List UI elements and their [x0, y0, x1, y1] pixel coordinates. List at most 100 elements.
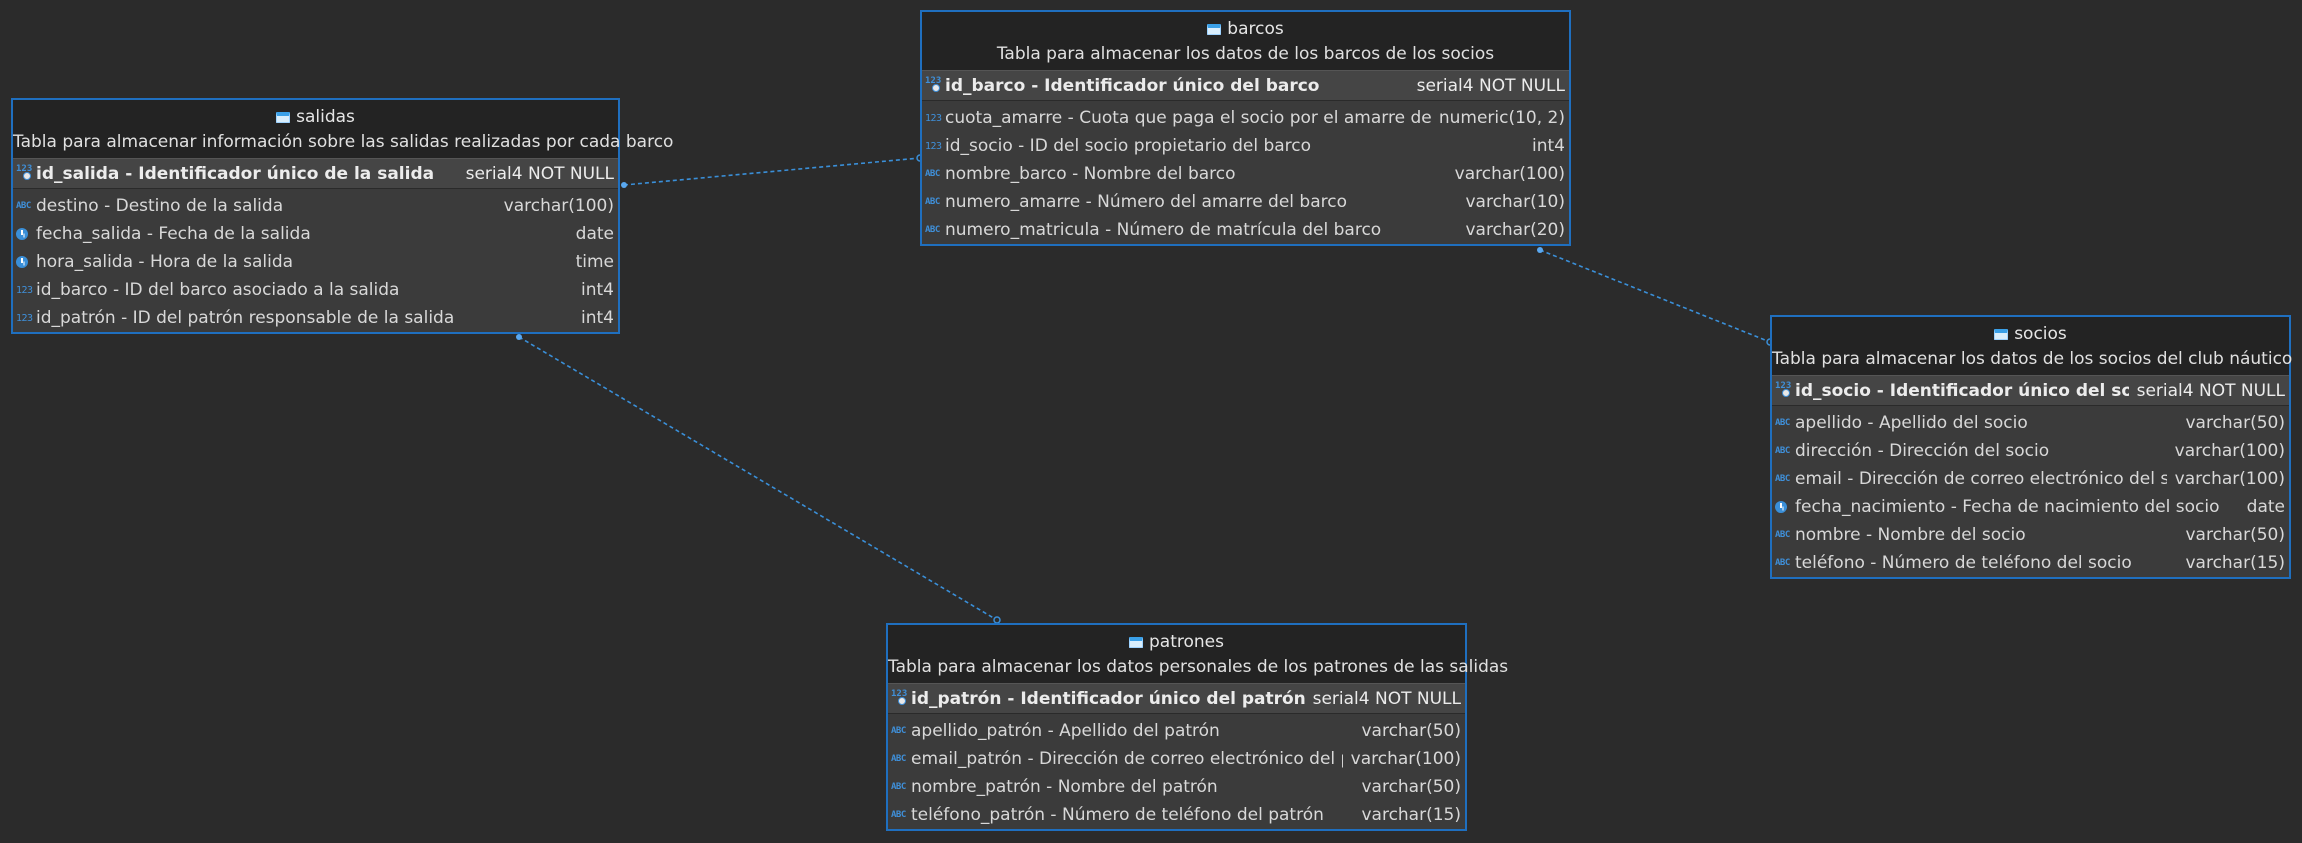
attribute-type: varchar(15): [1361, 805, 1461, 825]
entity-header: patrones Tabla para almacenar los datos …: [888, 625, 1508, 683]
text-type-icon: ABC: [891, 754, 906, 764]
attribute-name: nombre_patrón - Nombre del patrón: [911, 777, 1218, 797]
attribute-name: id_barco - Identificador único del barco: [945, 75, 1320, 96]
relation-endpoint: [621, 182, 627, 188]
text-type-icon: ABC: [925, 225, 940, 235]
relation-salidas-patrones: [518, 336, 998, 621]
attribute-type: date: [575, 224, 614, 244]
attribute-name: apellido_patrón - Apellido del patrón: [911, 721, 1220, 741]
table-icon: [276, 111, 291, 123]
attribute-name: apellido - Apellido del socio: [1795, 413, 2028, 433]
entity-name: socios: [2014, 324, 2067, 344]
relation-barcos-socios: [1539, 249, 1771, 343]
entity-barcos[interactable]: barcos Tabla para almacenar los datos de…: [920, 10, 1571, 246]
numeric-type-icon: 123: [925, 112, 942, 124]
entity-description: Tabla para almacenar los datos de los ba…: [996, 44, 1495, 64]
attribute-row[interactable]: ABC nombre_barco - Nombre del barco varcha…: [922, 160, 1569, 188]
clock-icon: [16, 228, 36, 240]
primary-key-icon: 123: [891, 689, 911, 706]
attribute-type: numeric(10, 2): [1438, 108, 1565, 128]
attribute-type: serial4 NOT NULL: [1416, 75, 1565, 96]
attribute-row[interactable]: ABC dirección - Dirección del socio varcha…: [1772, 437, 2289, 465]
entity-socios[interactable]: socios Tabla para almacenar los datos de…: [1770, 315, 2293, 579]
attribute-name: dirección - Dirección del socio: [1795, 441, 2050, 461]
attribute-row[interactable]: ABC teléfono - Número de teléfono del soc…: [1772, 549, 2289, 577]
attribute-name: nombre - Nombre del socio: [1795, 525, 2026, 545]
text-type-icon: ABC: [16, 201, 31, 211]
table-icon: [1129, 636, 1143, 648]
attribute-name: id_patrón - ID del patrón responsable de…: [36, 308, 455, 328]
attribute-type: varchar(50): [1361, 777, 1461, 797]
table-icon: [1994, 328, 2009, 340]
attribute-row[interactable]: ABC apellido_patrón - Apellido del patrón…: [888, 717, 1465, 745]
entity-salidas[interactable]: salidas Tabla para almacenar información…: [11, 98, 674, 334]
text-type-icon: ABC: [891, 726, 906, 736]
attribute-type: int4: [1532, 136, 1565, 156]
attribute-name: destino - Destino de la salida: [36, 196, 284, 216]
text-type-icon: ABC: [1775, 558, 1790, 568]
text-type-icon: ABC: [1775, 446, 1790, 456]
attribute-type: varchar(100): [1350, 749, 1461, 769]
attribute-name: cuota_amarre - Cuota que paga el socio p…: [945, 108, 1431, 128]
text-type-icon: ABC: [925, 169, 940, 179]
numeric-type-icon: 123: [925, 140, 942, 152]
attribute-name: nombre_barco - Nombre del barco: [945, 164, 1236, 184]
relation-endpoint: [1537, 247, 1543, 253]
attribute-type: varchar(100): [503, 196, 614, 216]
attribute-row[interactable]: ABC destino - Destino de la salida varchar…: [13, 192, 618, 220]
relation-endpoint: [516, 334, 522, 340]
attribute-type: varchar(50): [1361, 721, 1461, 741]
attribute-type: varchar(50): [2185, 413, 2285, 433]
attribute-type: int4: [581, 308, 614, 328]
attribute-row-pk[interactable]: 123 id_patrón - Identificador único del …: [888, 683, 1465, 714]
attribute-row[interactable]: fecha_salida - Fecha de la salida date: [13, 220, 618, 248]
entity-header: salidas Tabla para almacenar información…: [13, 100, 674, 158]
attribute-row[interactable]: hora_salida - Hora de la salida time: [13, 248, 618, 276]
attribute-row-pk[interactable]: 123 id_salida - Identificador único de l…: [13, 158, 618, 189]
attribute-type: varchar(10): [1465, 192, 1565, 212]
clock-icon: [16, 256, 36, 268]
entity-patrones[interactable]: patrones Tabla para almacenar los datos …: [886, 623, 1508, 831]
attribute-name: teléfono - Número de teléfono del socio: [1795, 553, 2132, 573]
numeric-type-icon: 123: [16, 312, 33, 324]
attribute-row[interactable]: fecha_nacimiento - Fecha de nacimiento d…: [1772, 493, 2289, 521]
attribute-row-pk[interactable]: 123 id_socio - Identificador único del s…: [1772, 375, 2289, 406]
attribute-type: varchar(15): [2185, 553, 2285, 573]
attribute-type: time: [575, 252, 614, 272]
attribute-type: serial4 NOT NULL: [1312, 688, 1461, 709]
attribute-name: hora_salida - Hora de la salida: [36, 252, 294, 272]
attribute-name: id_socio - ID del socio propietario del …: [945, 136, 1312, 156]
attribute-name: fecha_nacimiento - Fecha de nacimiento d…: [1795, 497, 2220, 517]
entity-description: Tabla para almacenar información sobre l…: [13, 132, 674, 152]
attribute-list: ABC destino - Destino de la salida varchar…: [13, 189, 618, 332]
attribute-type: serial4 NOT NULL: [2136, 380, 2285, 401]
attribute-name: fecha_salida - Fecha de la salida: [36, 224, 311, 244]
entity-header: socios Tabla para almacenar los datos de…: [1772, 317, 2293, 375]
attribute-name: id_barco - ID del barco asociado a la sa…: [36, 280, 400, 300]
numeric-type-icon: 123: [16, 284, 33, 296]
attribute-name: id_salida - Identificador único de la sa…: [36, 163, 435, 184]
text-type-icon: ABC: [891, 810, 906, 820]
attribute-row-pk[interactable]: 123 id_barco - Identificador único del b…: [922, 70, 1569, 101]
text-type-icon: ABC: [925, 197, 940, 207]
attribute-type: varchar(100): [1454, 164, 1565, 184]
entity-description: Tabla para almacenar los datos de los so…: [1772, 349, 2293, 369]
attribute-type: varchar(100): [2174, 441, 2285, 461]
primary-key-icon: 123: [1775, 381, 1795, 398]
attribute-type: date: [2246, 497, 2285, 517]
clock-icon: [1775, 501, 1795, 513]
entity-header: barcos Tabla para almacenar los datos de…: [922, 12, 1569, 70]
